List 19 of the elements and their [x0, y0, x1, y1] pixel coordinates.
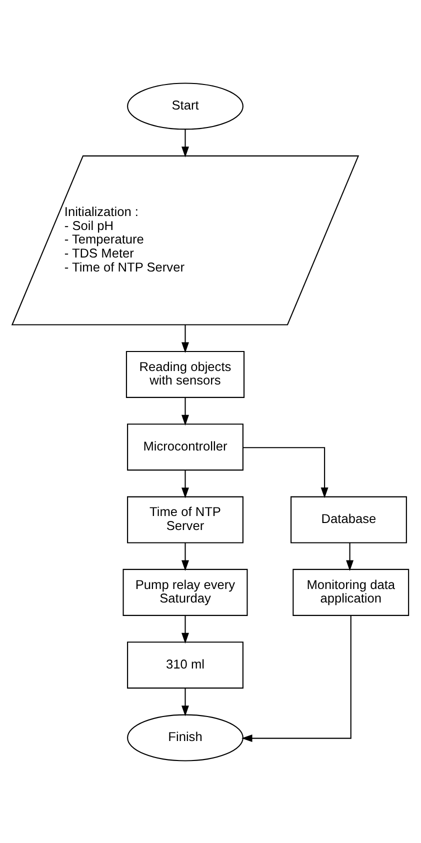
- arrow: [182, 614, 189, 644]
- node-box: Pump relay every Saturday: [122, 568, 248, 616]
- node-box: Database: [290, 496, 407, 543]
- node-ellipse: Start: [127, 82, 244, 130]
- arrow: [242, 615, 352, 742]
- arrow: [182, 470, 189, 498]
- arrow: [182, 396, 189, 426]
- arrow: [182, 128, 189, 157]
- arrow: [346, 542, 354, 570]
- node-ellipse: Finish: [127, 714, 244, 761]
- arrow: [182, 324, 189, 352]
- arrow: [182, 688, 189, 716]
- node-box: Monitoring data application: [292, 568, 410, 616]
- node-box: Time of NTP Server: [127, 496, 244, 543]
- arrow: [243, 446, 328, 498]
- node-box: 310 ml: [127, 641, 244, 688]
- node-box: Microcontroller: [127, 423, 244, 470]
- node-box: Reading objects with sensors: [126, 350, 245, 398]
- arrow: [182, 542, 189, 570]
